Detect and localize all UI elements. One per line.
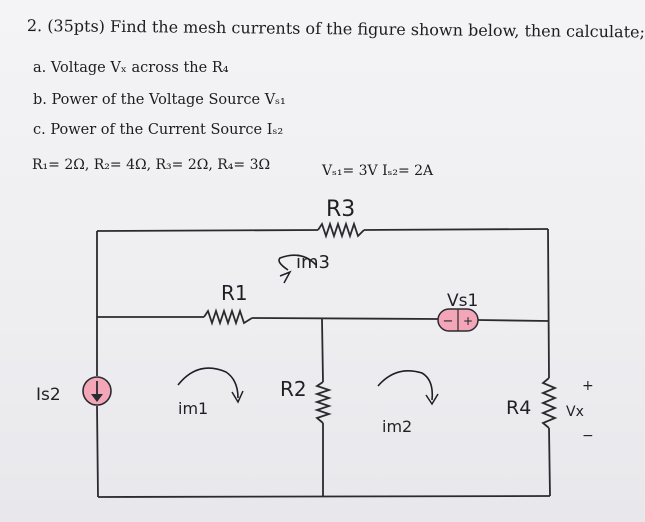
voltage-source-vs1: − +: [437, 308, 479, 332]
circuit-diagram: − + R3 R1 im3 Vs1 Is2 R2 im1 im2 R4 Vx +…: [36, 197, 594, 498]
wire-right: [547, 228, 551, 497]
label-r4: R4: [506, 397, 531, 419]
mesh-arrow-im2-head: [425, 393, 439, 406]
resistor-r3: [317, 221, 365, 239]
vx-minus-sign: −: [582, 428, 594, 444]
label-im3: im3: [296, 252, 330, 273]
vs1-plus-sign: +: [463, 314, 473, 328]
label-vx: Vx: [566, 404, 584, 420]
resistor-r4: [540, 377, 558, 429]
wire-bottom: [97, 495, 551, 498]
wire-middle: [97, 316, 550, 322]
mesh-arrow-im3-head: [279, 270, 292, 284]
wire-top: [96, 228, 549, 232]
vs1-minus-sign: −: [443, 314, 454, 329]
mesh-arrow-im3: [278, 254, 317, 271]
question-part-b: b. Power of the Voltage Source Vₛ₁: [33, 92, 286, 108]
resistor-r2: [314, 381, 332, 424]
label-r2: R2: [280, 377, 307, 401]
label-im2: im2: [382, 417, 412, 436]
label-im1: im1: [178, 399, 208, 418]
mesh-arrow-im2: [377, 370, 434, 401]
mesh-arrow-im1-head: [231, 390, 244, 404]
source-values: Vₛ₁= 3V Iₛ₂= 2A: [322, 163, 434, 179]
current-source-is2: [82, 376, 112, 406]
wire-left: [96, 231, 99, 498]
question-part-c: c. Power of the Current Source Iₛ₂: [33, 122, 284, 138]
vx-plus-sign: +: [582, 378, 594, 394]
label-vs1: Vs1: [447, 291, 478, 311]
wire-r2-branch: [321, 318, 324, 496]
label-r3: R3: [326, 197, 355, 222]
label-r1: R1: [221, 281, 248, 305]
resistor-r1: [203, 308, 253, 326]
mesh-arrow-im1: [177, 367, 239, 399]
question-part-a: a. Voltage Vₓ across the R₄: [33, 60, 229, 76]
label-is2: Is2: [36, 385, 61, 405]
resistor-values: R₁= 2Ω, R₂= 4Ω, R₃= 2Ω, R₄= 3Ω: [32, 157, 271, 173]
